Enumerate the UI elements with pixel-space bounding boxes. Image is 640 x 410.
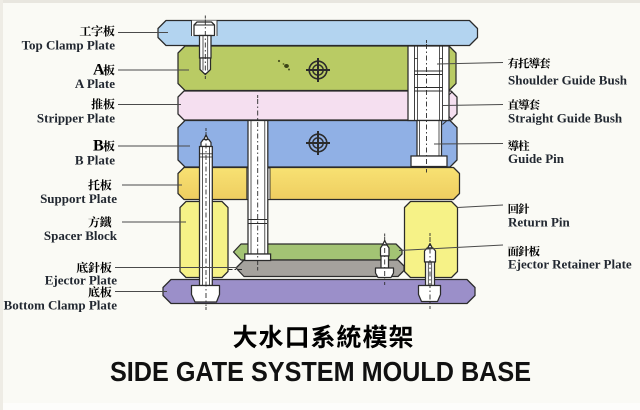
svg-text:A: A xyxy=(93,62,105,79)
svg-text:Top Clamp Plate: Top Clamp Plate xyxy=(22,38,116,53)
svg-text:SIDE GATE SYSTEM MOULD BASE: SIDE GATE SYSTEM MOULD BASE xyxy=(110,356,531,387)
svg-text:Ejector Retainer Plate: Ejector Retainer Plate xyxy=(508,257,632,272)
svg-text:Straight Guide Bush: Straight Guide Bush xyxy=(508,111,623,126)
svg-text:Return Pin: Return Pin xyxy=(508,215,571,230)
svg-text:Ejector Plate: Ejector Plate xyxy=(45,273,118,288)
svg-text:Bottom Clamp Plate: Bottom Clamp Plate xyxy=(4,298,118,313)
svg-text:Shoulder Guide Bush: Shoulder Guide Bush xyxy=(508,73,628,88)
svg-text:A Plate: A Plate xyxy=(75,76,115,91)
svg-text:Stripper Plate: Stripper Plate xyxy=(37,111,115,126)
svg-text:B: B xyxy=(93,138,104,155)
svg-text:B Plate: B Plate xyxy=(75,153,115,168)
svg-text:Guide Pin: Guide Pin xyxy=(508,151,565,166)
svg-text:Support Plate: Support Plate xyxy=(40,191,117,206)
svg-text:Spacer Block: Spacer Block xyxy=(44,228,118,243)
